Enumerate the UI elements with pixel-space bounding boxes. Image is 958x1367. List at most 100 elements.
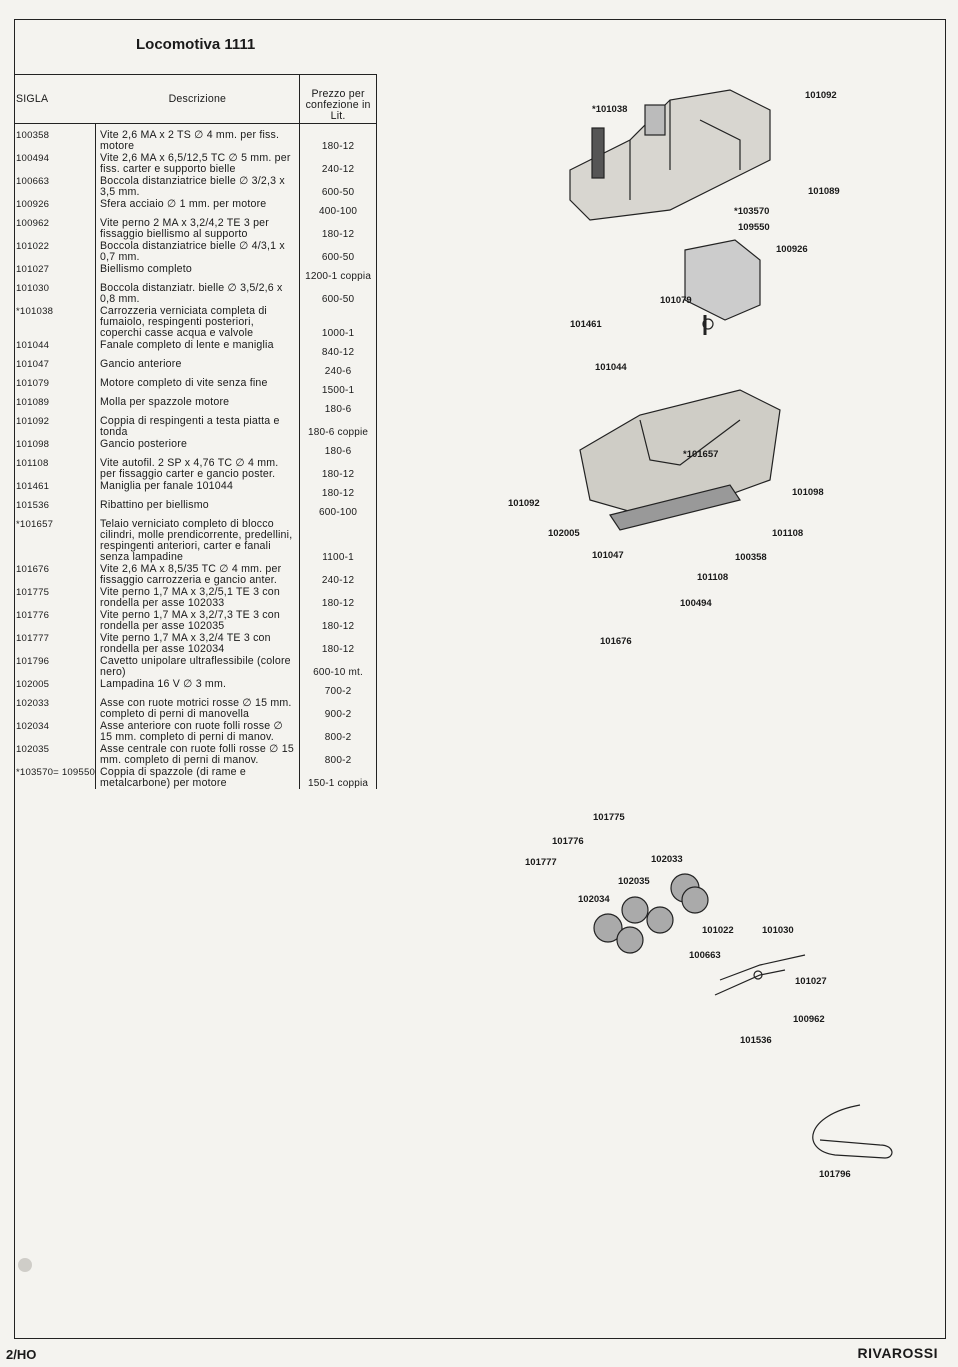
part-price: 700-2	[299, 678, 377, 697]
part-description: Lampadina 16 V ∅ 3 mm.	[95, 678, 301, 697]
part-price: 180-12	[299, 480, 377, 499]
part-code: 101536	[16, 500, 50, 511]
part-price: 180-12	[299, 123, 377, 152]
part-price: 800-2	[299, 720, 377, 743]
part-code: 101777	[16, 633, 50, 644]
part-code: 100663	[16, 176, 50, 187]
part-price: 800-2	[299, 743, 377, 766]
table-row: 101022 Boccola distanziatrice bielle ∅ 4/…	[14, 240, 377, 263]
part-price: 600-50	[299, 175, 377, 198]
part-code: 101108	[16, 458, 49, 469]
part-callout-label: 101092	[805, 90, 837, 101]
part-callout-label: 101027	[795, 976, 827, 987]
body-shell-drawing	[569, 89, 771, 221]
wheelset-drawing	[593, 873, 709, 954]
part-description: Carrozzeria verniciata completa di fumai…	[95, 305, 301, 339]
part-code: 101089	[16, 397, 50, 408]
part-code: 101047	[16, 359, 50, 370]
part-callout-label: 100663	[689, 950, 721, 961]
part-description: Vite 2,6 MA x 6,5/12,5 TC ∅ 5 mm. per fi…	[95, 152, 301, 175]
part-price: 180-6	[299, 438, 377, 457]
table-row: 100962 Vite perno 2 MA x 3,2/4,2 TE 3 per…	[14, 217, 377, 240]
part-price: 400-100	[299, 198, 377, 217]
part-callout-label: 101676	[600, 636, 632, 647]
part-price: 600-10 mt.	[299, 655, 377, 678]
table-row: 102033 Asse con ruote motrici rosse ∅ 15 …	[14, 697, 377, 720]
chassis-drawing	[579, 389, 781, 531]
part-callout-label: 101022	[702, 925, 734, 936]
part-callout-label: *103570	[734, 206, 769, 217]
part-callout-label: 101047	[592, 550, 624, 561]
part-callout-label: 102033	[651, 854, 683, 865]
part-price: 600-50	[299, 282, 377, 305]
part-description: Molla per spazzole motore	[95, 396, 301, 415]
part-price: 600-100	[299, 499, 377, 518]
part-description: Boccola distanziatrice bielle ∅ 4/3,1 x …	[95, 240, 301, 263]
part-price: 180-12	[299, 217, 377, 240]
part-callout-label: 100358	[735, 552, 767, 563]
part-description: Vite perno 1,7 MA x 3,2/7,3 TE 3 con ron…	[95, 609, 301, 632]
part-price: 240-6	[299, 358, 377, 377]
part-description: Vite perno 2 MA x 3,2/4,2 TE 3 per fissa…	[95, 217, 301, 240]
part-code: *101657	[16, 519, 54, 530]
page-number: 2/HO	[6, 1347, 37, 1362]
table-header-row: SIGLA Descrizione Prezzo per confezione …	[14, 74, 377, 124]
part-description: Telaio verniciato completo di blocco cil…	[95, 518, 301, 563]
part-description: Asse con ruote motrici rosse ∅ 15 mm. co…	[95, 697, 301, 720]
part-code: 101776	[16, 610, 50, 621]
part-callout-label: 101044	[595, 362, 627, 373]
part-code: 100494	[16, 153, 50, 164]
part-price: 180-12	[299, 586, 377, 609]
part-code: 101775	[16, 587, 50, 598]
page-frame	[14, 19, 946, 1339]
table-row: 100494 Vite 2,6 MA x 6,5/12,5 TC ∅ 5 mm. …	[14, 152, 377, 175]
part-price: 600-50	[299, 240, 377, 263]
part-callout-label: 101092	[508, 498, 540, 509]
part-callout-label: 109550	[738, 222, 770, 233]
part-callout-label: 101098	[792, 487, 824, 498]
part-callout-label: 102035	[618, 876, 650, 887]
part-description: Sfera acciaio ∅ 1 mm. per motore	[95, 198, 301, 217]
part-code: *101038	[16, 306, 54, 317]
part-code: 100962	[16, 218, 50, 229]
part-price: 840-12	[299, 339, 377, 358]
part-code: 101098	[16, 439, 50, 450]
part-callout-label: *101657	[683, 449, 718, 460]
part-description: Cavetto unipolare ultraflessibile (color…	[95, 655, 301, 678]
part-code: 100926	[16, 199, 50, 210]
part-description: Vite perno 1,7 MA x 3,2/4 TE 3 con ronde…	[95, 632, 301, 655]
part-callout-label: 101079	[660, 295, 692, 306]
part-code: *103570= 109550	[16, 767, 96, 778]
table-row: 101777 Vite perno 1,7 MA x 3,2/4 TE 3 con…	[14, 632, 377, 655]
part-description: Maniglia per fanale 101044	[95, 480, 301, 499]
part-price: 900-2	[299, 697, 377, 720]
part-description: Biellismo completo	[95, 263, 301, 282]
part-price: 1100-1	[299, 518, 377, 563]
part-code: 101079	[16, 378, 50, 389]
part-price: 180-6	[299, 396, 377, 415]
part-description: Boccola distanziatr. bielle ∅ 3,5/2,6 x …	[95, 282, 301, 305]
part-callout-label: 102005	[548, 528, 580, 539]
part-callout-label: 100962	[793, 1014, 825, 1025]
part-callout-label: 101108	[697, 572, 728, 583]
part-price: 150-1 coppia	[299, 766, 377, 789]
part-price: 1500-1	[299, 377, 377, 396]
part-description: Gancio anteriore	[95, 358, 301, 377]
part-description: Coppia di spazzole (di rame e metalcarbo…	[95, 766, 301, 789]
part-code: 100358	[16, 130, 50, 141]
table-row: *101038 Carrozzeria verniciata completa d…	[14, 305, 377, 339]
part-code: 102033	[16, 698, 50, 709]
part-code: 101022	[16, 241, 50, 252]
